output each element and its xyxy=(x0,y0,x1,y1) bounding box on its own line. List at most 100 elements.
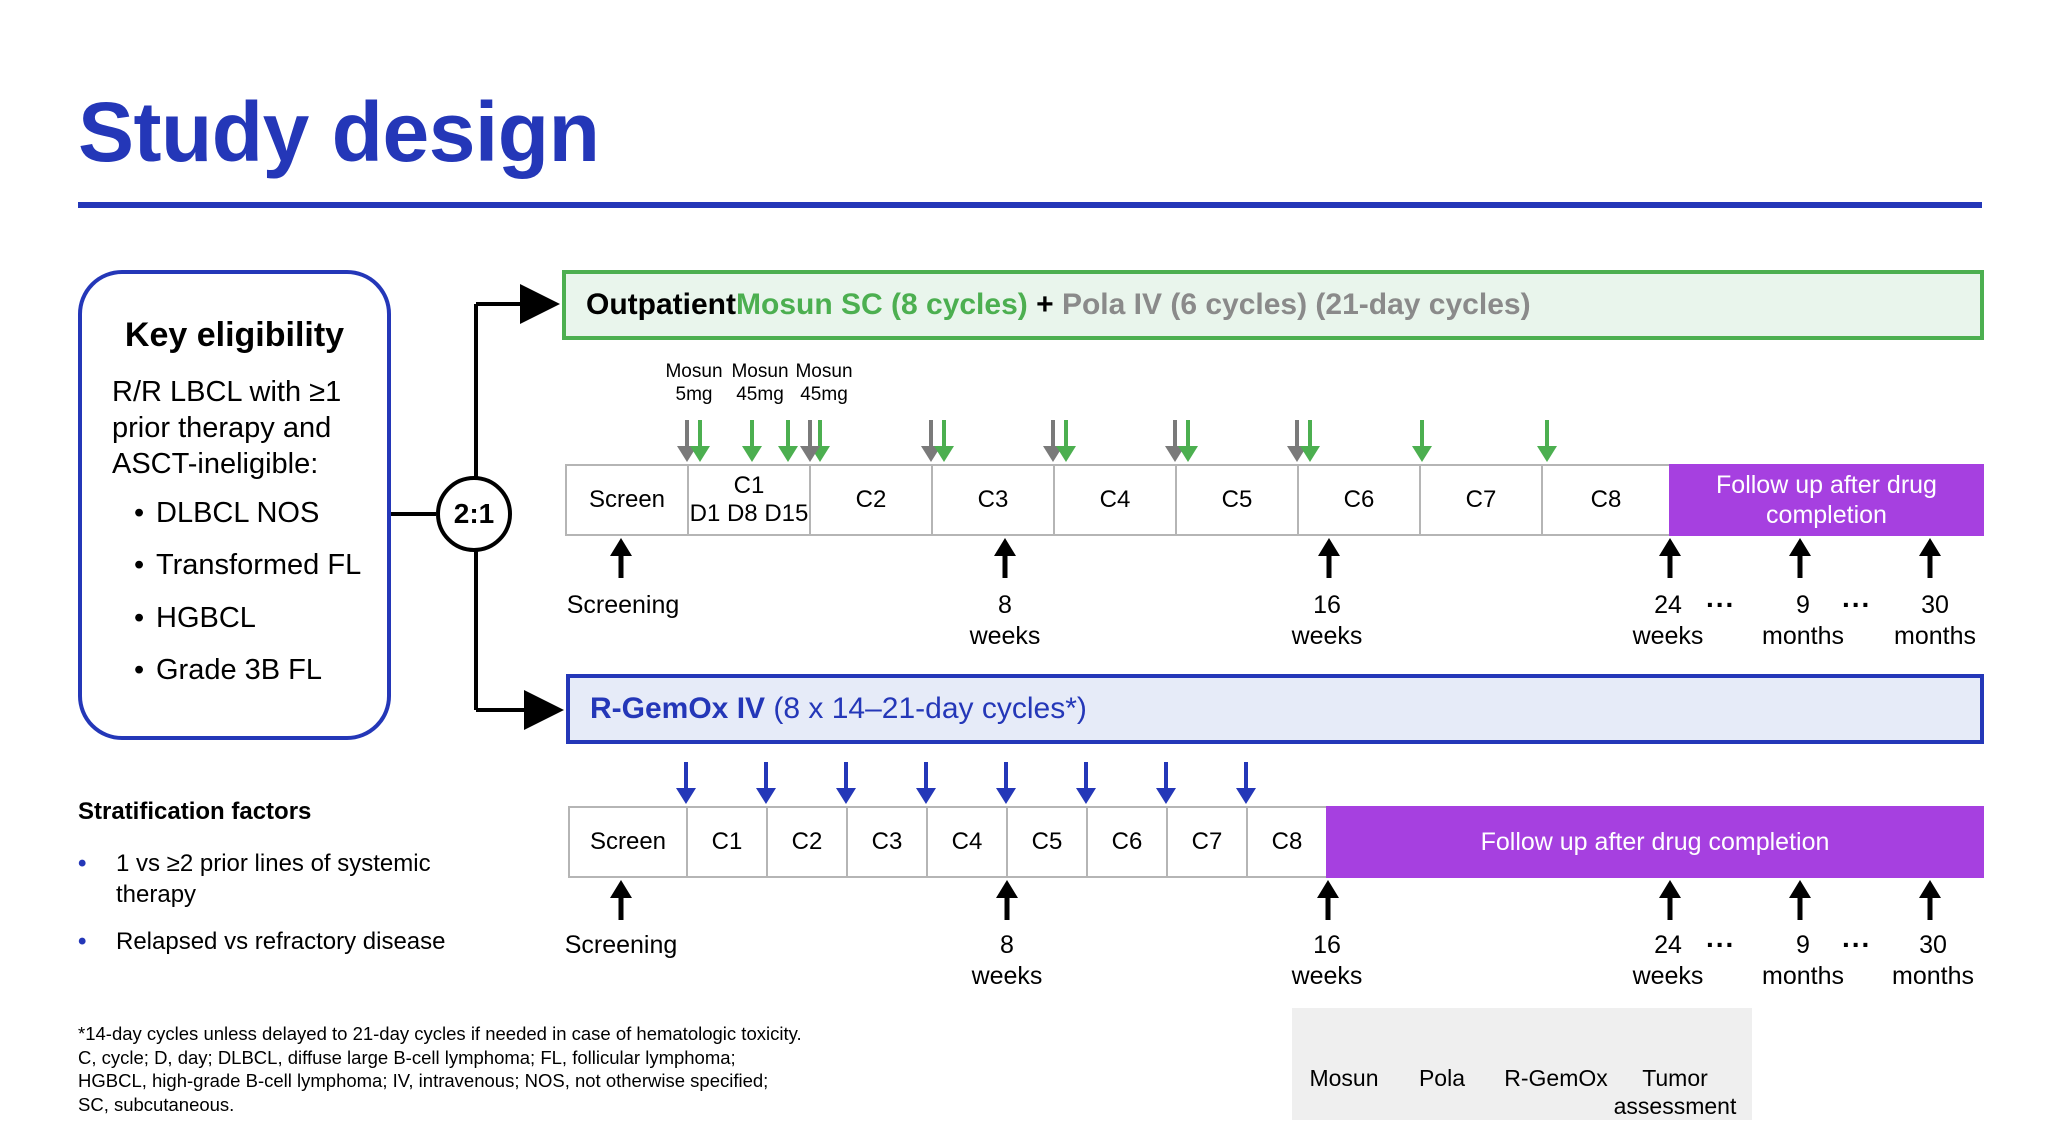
tumor-assessment-arrow xyxy=(1789,880,1811,920)
ellipsis: ... xyxy=(1706,922,1736,953)
eligibility-box: Key eligibility R/R LBCL with ≥1 prior t… xyxy=(78,270,391,740)
rgemox-arrow xyxy=(916,762,936,804)
legend-rgemox-label: R-GemOx xyxy=(1504,1065,1608,1091)
arm2-cycles: (8 x 14–21-day cycles*) xyxy=(765,692,1087,725)
eligibility-item: •DLBCL NOS xyxy=(134,497,320,529)
arm1-cell-c2: C2 xyxy=(809,464,933,536)
arm2-cell-c4: C4 xyxy=(926,806,1008,878)
tumor-assessment-arrow xyxy=(1789,538,1811,578)
arm2-cell-c5: C5 xyxy=(1006,806,1088,878)
arm1-cell-c8: C8 xyxy=(1541,464,1671,536)
eligibility-item: •HGBCL xyxy=(134,602,256,634)
arm2-cell-c6: C6 xyxy=(1086,806,1168,878)
rgemox-arrow xyxy=(836,762,856,804)
arm1-header: Outpatient Mosun SC (8 cycles) + Pola IV… xyxy=(562,270,1984,340)
arm2-cell-c8: C8 xyxy=(1246,806,1328,878)
eligibility-item: •Transformed FL xyxy=(134,549,362,581)
arm2-cell-c7: C7 xyxy=(1166,806,1248,878)
mosun-arrow xyxy=(1056,420,1076,462)
arm2-header: R-GemOx IV (8 x 14–21-day cycles*) xyxy=(566,674,1984,744)
legend xyxy=(1292,1008,1752,1120)
eligibility-text: R/R LBCL with ≥1 prior therapy and ASCT-… xyxy=(112,376,342,480)
arm1-cell-screen: Screen xyxy=(565,464,689,536)
eligibility-heading: Key eligibility xyxy=(124,316,345,354)
arm1-cell-c6: C6 xyxy=(1297,464,1421,536)
arm2-screening-label: Screening xyxy=(564,931,678,959)
arm1-pola: Pola IV (6 cycles) (21-day cycles) xyxy=(1061,288,1531,321)
arm1-follow-up: Follow up after drug completion xyxy=(1669,464,1984,536)
randomization-ratio: 2:1 xyxy=(436,476,512,552)
stratification-item: •1 vs ≥2 prior lines of systemic therapy xyxy=(78,850,431,908)
mosun-arrow xyxy=(1178,420,1198,462)
arm1-cell-c4: C4 xyxy=(1053,464,1177,536)
arm2-cell-c2: C2 xyxy=(766,806,848,878)
arm2-cell-c3: C3 xyxy=(846,806,928,878)
ellipsis: ... xyxy=(1842,582,1872,613)
mosun-arrow xyxy=(1412,420,1432,462)
arm1-screening-label: Screening xyxy=(566,591,680,619)
arm1-cell-c7: C7 xyxy=(1419,464,1543,536)
tumor-assessment-arrow xyxy=(610,538,632,578)
tumor-assessment-arrow xyxy=(994,538,1016,578)
legend-pola-label: Pola xyxy=(1418,1065,1466,1091)
tumor-assessment-arrow xyxy=(996,880,1018,920)
mosun-arrow xyxy=(778,420,798,462)
mosun-arrow xyxy=(742,420,762,462)
rgemox-arrow xyxy=(1236,762,1256,804)
pola-arrow xyxy=(800,420,820,462)
tumor-assessment-arrow xyxy=(1659,538,1681,578)
arm1-mosun: Mosun SC (8 cycles) xyxy=(736,288,1028,321)
tumor-assessment-arrow xyxy=(1659,880,1681,920)
arm1-plus: + xyxy=(1027,288,1062,321)
tumor-assessment-arrow xyxy=(1317,880,1339,920)
arm1-cell-c3: C3 xyxy=(931,464,1055,536)
arrow-layer xyxy=(610,420,1941,1060)
arm1-cell-c5: C5 xyxy=(1175,464,1299,536)
stratification-item: •Relapsed vs refractory disease xyxy=(78,928,446,955)
mosun-arrow xyxy=(934,420,954,462)
tumor-assessment-arrow xyxy=(1919,538,1941,578)
rgemox-arrow xyxy=(756,762,776,804)
stratification-heading: Stratification factors xyxy=(78,798,312,825)
legend-mosun-label: Mosun xyxy=(1309,1065,1379,1091)
pola-arrow xyxy=(677,420,697,462)
rgemox-arrow xyxy=(1156,762,1176,804)
pola-arrow xyxy=(1043,420,1063,462)
arm2-cell-screen: Screen xyxy=(568,806,688,878)
tumor-assessment-arrow xyxy=(1318,538,1340,578)
arm2-cell-c1: C1 xyxy=(686,806,768,878)
mosun-arrow xyxy=(1537,420,1557,462)
footnote: *14-day cycles unless delayed to 21-day … xyxy=(78,1023,802,1115)
pola-arrow xyxy=(1165,420,1185,462)
legend-tumor-label: Tumor assessment xyxy=(1613,1065,1737,1119)
page-title: Study design xyxy=(78,85,600,179)
ellipsis: ... xyxy=(1842,922,1872,953)
mosun-arrow xyxy=(1300,420,1320,462)
ellipsis: ... xyxy=(1706,582,1736,613)
rgemox-arrow xyxy=(676,762,696,804)
arm2-rgemox: R-GemOx IV xyxy=(590,692,766,725)
pola-arrow xyxy=(1287,420,1307,462)
title-divider xyxy=(78,202,1982,208)
eligibility-item: •Grade 3B FL xyxy=(134,654,323,686)
pola-arrow xyxy=(921,420,941,462)
tumor-assessment-arrow xyxy=(610,880,632,920)
rgemox-arrow xyxy=(996,762,1016,804)
arm2-follow-up: Follow up after drug completion xyxy=(1326,806,1984,878)
rgemox-arrow xyxy=(1076,762,1096,804)
